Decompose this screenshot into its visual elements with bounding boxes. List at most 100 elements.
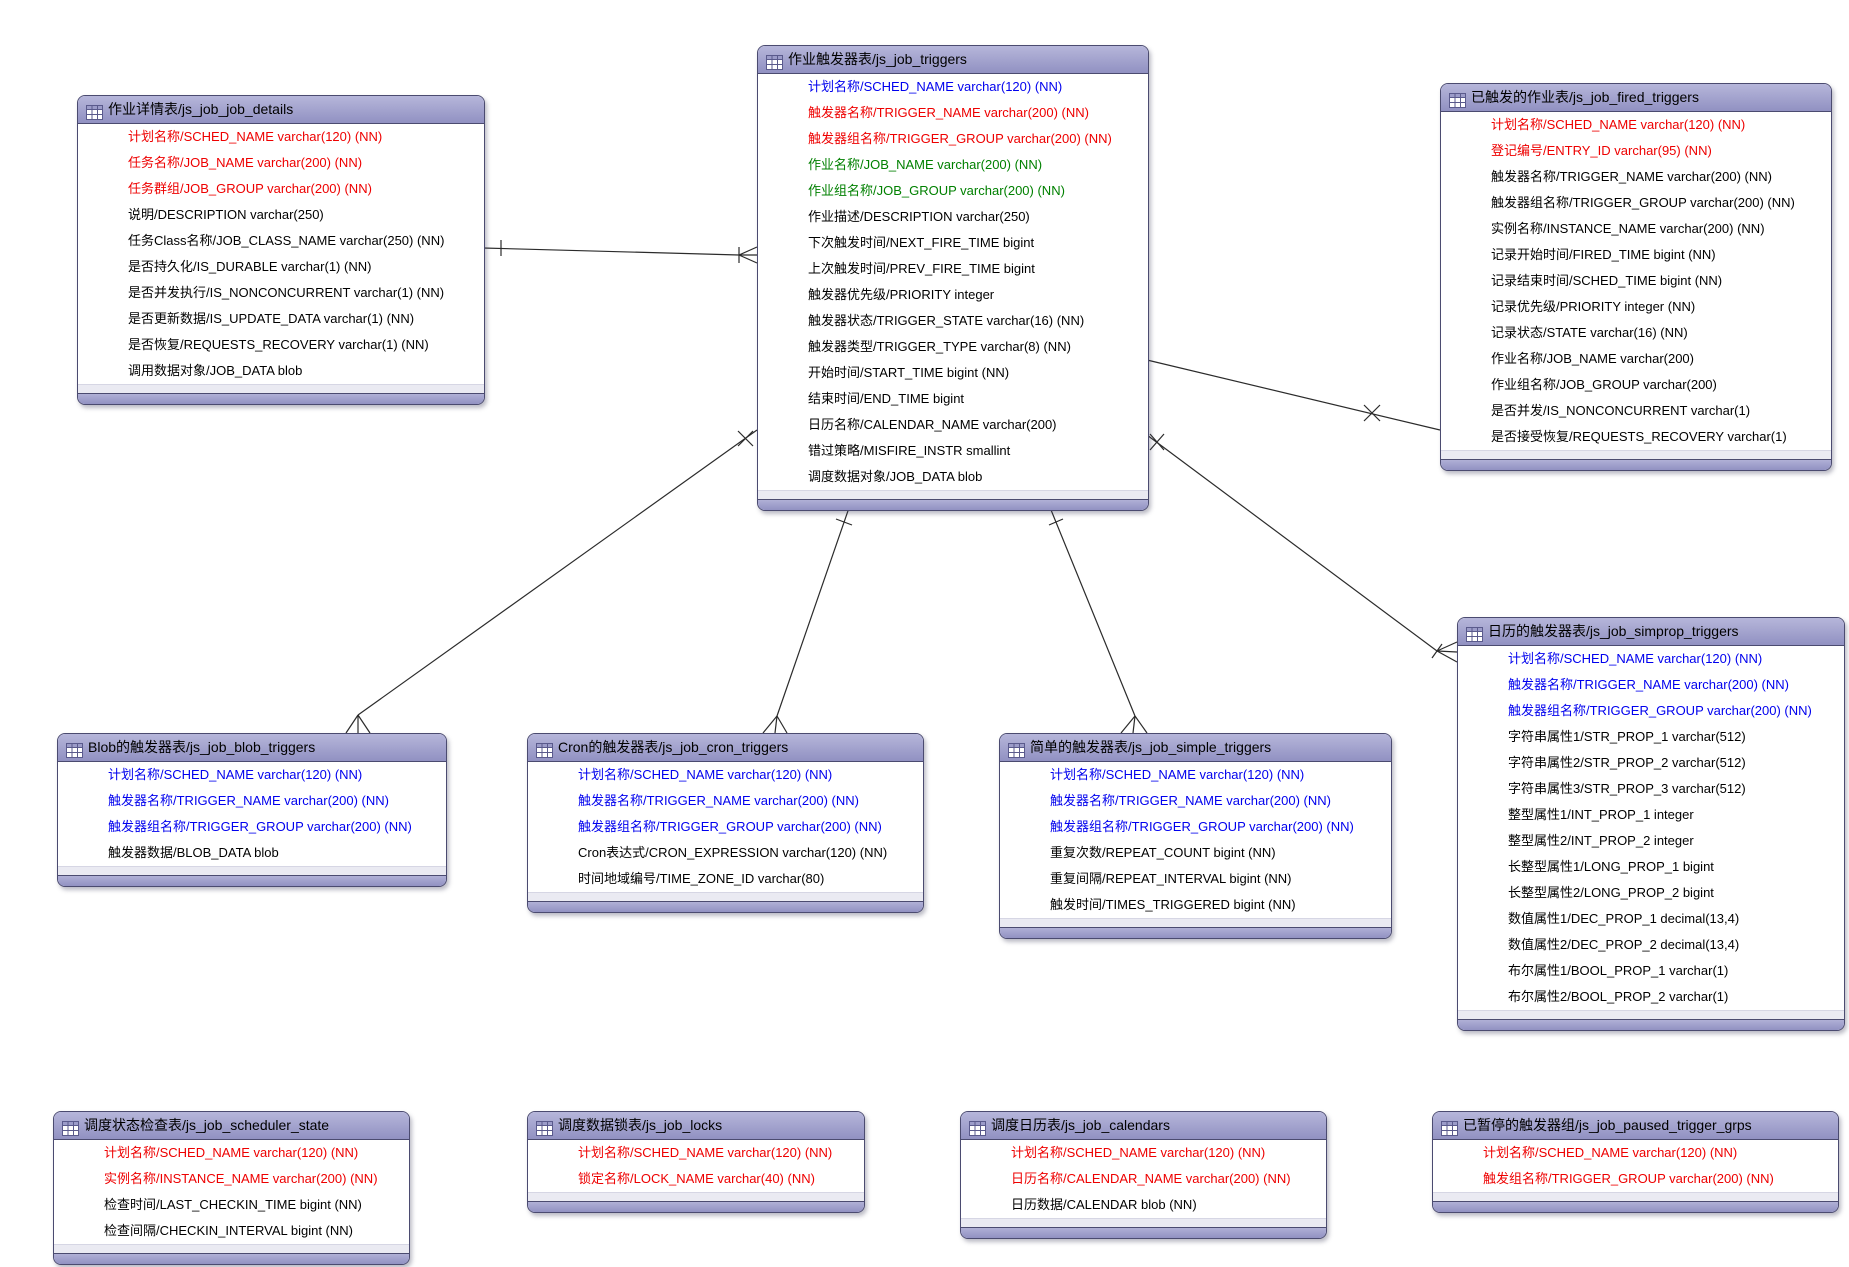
field-row[interactable]: 触发器名称/TRIGGER_NAME varchar(200) (NN)	[758, 100, 1148, 126]
field-row[interactable]: 触发器类型/TRIGGER_TYPE varchar(8) (NN)	[758, 334, 1148, 360]
field-row[interactable]: 计划名称/SCHED_NAME varchar(120) (NN)	[758, 74, 1148, 100]
field-row[interactable]: 字符串属性3/STR_PROP_3 varchar(512)	[1458, 776, 1844, 802]
field-row[interactable]: 触发器组名称/TRIGGER_GROUP varchar(200) (NN)	[758, 126, 1148, 152]
field-row[interactable]: 实例名称/INSTANCE_NAME varchar(200) (NN)	[54, 1166, 409, 1192]
field-row[interactable]: 计划名称/SCHED_NAME varchar(120) (NN)	[58, 762, 446, 788]
field-row[interactable]: 触发器优先级/PRIORITY integer	[758, 282, 1148, 308]
table-header[interactable]: 调度日历表/js_job_calendars	[961, 1112, 1326, 1140]
field-row[interactable]: 计划名称/SCHED_NAME varchar(120) (NN)	[1441, 112, 1831, 138]
field-row[interactable]: 是否并发执行/IS_NONCONCURRENT varchar(1) (NN)	[78, 280, 484, 306]
field-row[interactable]: 触发组名称/TRIGGER_GROUP varchar(200) (NN)	[1433, 1166, 1838, 1192]
field-row[interactable]: 计划名称/SCHED_NAME varchar(120) (NN)	[54, 1140, 409, 1166]
table-header[interactable]: Cron的触发器表/js_job_cron_triggers	[528, 734, 923, 762]
field-row[interactable]: 调用数据对象/JOB_DATA blob	[78, 358, 484, 384]
field-row[interactable]: 说明/DESCRIPTION varchar(250)	[78, 202, 484, 228]
field-row[interactable]: 整型属性1/INT_PROP_1 integer	[1458, 802, 1844, 828]
field-row[interactable]: 记录结束时间/SCHED_TIME bigint (NN)	[1441, 268, 1831, 294]
field-row[interactable]: 触发器组名称/TRIGGER_GROUP varchar(200) (NN)	[1000, 814, 1391, 840]
field-row[interactable]: 计划名称/SCHED_NAME varchar(120) (NN)	[528, 762, 923, 788]
field-row[interactable]: 记录状态/STATE varchar(16) (NN)	[1441, 320, 1831, 346]
field-row[interactable]: 计划名称/SCHED_NAME varchar(120) (NN)	[1000, 762, 1391, 788]
field-row[interactable]: 是否更新数据/IS_UPDATE_DATA varchar(1) (NN)	[78, 306, 484, 332]
table-header[interactable]: 日历的触发器表/js_job_simprop_triggers	[1458, 618, 1844, 646]
field-row[interactable]: 是否接受恢复/REQUESTS_RECOVERY varchar(1)	[1441, 424, 1831, 450]
table-header[interactable]: 调度数据锁表/js_job_locks	[528, 1112, 864, 1140]
field-row[interactable]: 锁定名称/LOCK_NAME varchar(40) (NN)	[528, 1166, 864, 1192]
field-row[interactable]: 任务Class名称/JOB_CLASS_NAME varchar(250) (N…	[78, 228, 484, 254]
table-header[interactable]: 已触发的作业表/js_job_fired_triggers	[1441, 84, 1831, 112]
field-row[interactable]: 是否持久化/IS_DURABLE varchar(1) (NN)	[78, 254, 484, 280]
field-row[interactable]: 记录优先级/PRIORITY integer (NN)	[1441, 294, 1831, 320]
field-row[interactable]: 下次触发时间/NEXT_FIRE_TIME bigint	[758, 230, 1148, 256]
field-row[interactable]: 触发时间/TIMES_TRIGGERED bigint (NN)	[1000, 892, 1391, 918]
field-row[interactable]: 记录开始时间/FIRED_TIME bigint (NN)	[1441, 242, 1831, 268]
field-row[interactable]: 长整型属性2/LONG_PROP_2 bigint	[1458, 880, 1844, 906]
table-header[interactable]: 简单的触发器表/js_job_simple_triggers	[1000, 734, 1391, 762]
field-row[interactable]: 计划名称/SCHED_NAME varchar(120) (NN)	[78, 124, 484, 150]
field-row[interactable]: 作业描述/DESCRIPTION varchar(250)	[758, 204, 1148, 230]
table-header[interactable]: Blob的触发器表/js_job_blob_triggers	[58, 734, 446, 762]
field-row[interactable]: 是否恢复/REQUESTS_RECOVERY varchar(1) (NN)	[78, 332, 484, 358]
field-row[interactable]: 触发器组名称/TRIGGER_GROUP varchar(200) (NN)	[58, 814, 446, 840]
field-row[interactable]: 触发器状态/TRIGGER_STATE varchar(16) (NN)	[758, 308, 1148, 334]
field-row[interactable]: 计划名称/SCHED_NAME varchar(120) (NN)	[528, 1140, 864, 1166]
field-row[interactable]: 日历名称/CALENDAR_NAME varchar(200)	[758, 412, 1148, 438]
field-row[interactable]: Cron表达式/CRON_EXPRESSION varchar(120) (NN…	[528, 840, 923, 866]
field-row[interactable]: 是否并发/IS_NONCONCURRENT varchar(1)	[1441, 398, 1831, 424]
field-row[interactable]: 重复间隔/REPEAT_INTERVAL bigint (NN)	[1000, 866, 1391, 892]
field-row[interactable]: 检查时间/LAST_CHECKIN_TIME bigint (NN)	[54, 1192, 409, 1218]
field-row[interactable]: 布尔属性1/BOOL_PROP_1 varchar(1)	[1458, 958, 1844, 984]
field-row[interactable]: 触发器名称/TRIGGER_NAME varchar(200) (NN)	[58, 788, 446, 814]
field-row[interactable]: 作业组名称/JOB_GROUP varchar(200)	[1441, 372, 1831, 398]
field-row[interactable]: 数值属性2/DEC_PROP_2 decimal(13,4)	[1458, 932, 1844, 958]
table-header[interactable]: 作业触发器表/js_job_triggers	[758, 46, 1148, 74]
field-row[interactable]: 任务名称/JOB_NAME varchar(200) (NN)	[78, 150, 484, 176]
field-row[interactable]: 布尔属性2/BOOL_PROP_2 varchar(1)	[1458, 984, 1844, 1010]
field-row[interactable]: 触发器组名称/TRIGGER_GROUP varchar(200) (NN)	[528, 814, 923, 840]
table-header[interactable]: 作业详情表/js_job_job_details	[78, 96, 484, 124]
field-row[interactable]: 计划名称/SCHED_NAME varchar(120) (NN)	[1433, 1140, 1838, 1166]
field-row[interactable]: 调度数据对象/JOB_DATA blob	[758, 464, 1148, 490]
field-row[interactable]: 触发器名称/TRIGGER_NAME varchar(200) (NN)	[1000, 788, 1391, 814]
field-row[interactable]: 结束时间/END_TIME bigint	[758, 386, 1148, 412]
field-row[interactable]: 登记编号/ENTRY_ID varchar(95) (NN)	[1441, 138, 1831, 164]
field-row[interactable]: 触发器名称/TRIGGER_NAME varchar(200) (NN)	[1441, 164, 1831, 190]
field-row[interactable]: 计划名称/SCHED_NAME varchar(120) (NN)	[1458, 646, 1844, 672]
field-row[interactable]: 作业组名称/JOB_GROUP varchar(200) (NN)	[758, 178, 1148, 204]
field-row[interactable]: 上次触发时间/PREV_FIRE_TIME bigint	[758, 256, 1148, 282]
field-row[interactable]: 检查间隔/CHECKIN_INTERVAL bigint (NN)	[54, 1218, 409, 1244]
field-row[interactable]: 触发器数据/BLOB_DATA blob	[58, 840, 446, 866]
field-row[interactable]: 任务群组/JOB_GROUP varchar(200) (NN)	[78, 176, 484, 202]
field-row[interactable]: 作业名称/JOB_NAME varchar(200)	[1441, 346, 1831, 372]
field-row[interactable]: 触发器名称/TRIGGER_NAME varchar(200) (NN)	[1458, 672, 1844, 698]
field-row[interactable]: 触发器组名称/TRIGGER_GROUP varchar(200) (NN)	[1441, 190, 1831, 216]
field-row[interactable]: 开始时间/START_TIME bigint (NN)	[758, 360, 1148, 386]
field-row[interactable]: 长整型属性1/LONG_PROP_1 bigint	[1458, 854, 1844, 880]
field-row[interactable]: 日历数据/CALENDAR blob (NN)	[961, 1192, 1326, 1218]
field-row[interactable]: 字符串属性2/STR_PROP_2 varchar(512)	[1458, 750, 1844, 776]
field-row[interactable]: 重复次数/REPEAT_COUNT bigint (NN)	[1000, 840, 1391, 866]
field-row[interactable]: 错过策略/MISFIRE_INSTR smallint	[758, 438, 1148, 464]
field-row[interactable]: 字符串属性1/STR_PROP_1 varchar(512)	[1458, 724, 1844, 750]
field-row[interactable]: 时间地域编号/TIME_ZONE_ID varchar(80)	[528, 866, 923, 892]
field-row[interactable]: 整型属性2/INT_PROP_2 integer	[1458, 828, 1844, 854]
field-row[interactable]: 数值属性1/DEC_PROP_1 decimal(13,4)	[1458, 906, 1844, 932]
field-row[interactable]: 计划名称/SCHED_NAME varchar(120) (NN)	[961, 1140, 1326, 1166]
table-header[interactable]: 已暂停的触发器组/js_job_paused_trigger_grps	[1433, 1112, 1838, 1140]
field-row[interactable]: 作业名称/JOB_NAME varchar(200) (NN)	[758, 152, 1148, 178]
field-row[interactable]: 触发器名称/TRIGGER_NAME varchar(200) (NN)	[528, 788, 923, 814]
field-row[interactable]: 日历名称/CALENDAR_NAME varchar(200) (NN)	[961, 1166, 1326, 1192]
field-row[interactable]: 实例名称/INSTANCE_NAME varchar(200) (NN)	[1441, 216, 1831, 242]
field-row[interactable]: 触发器组名称/TRIGGER_GROUP varchar(200) (NN)	[1458, 698, 1844, 724]
